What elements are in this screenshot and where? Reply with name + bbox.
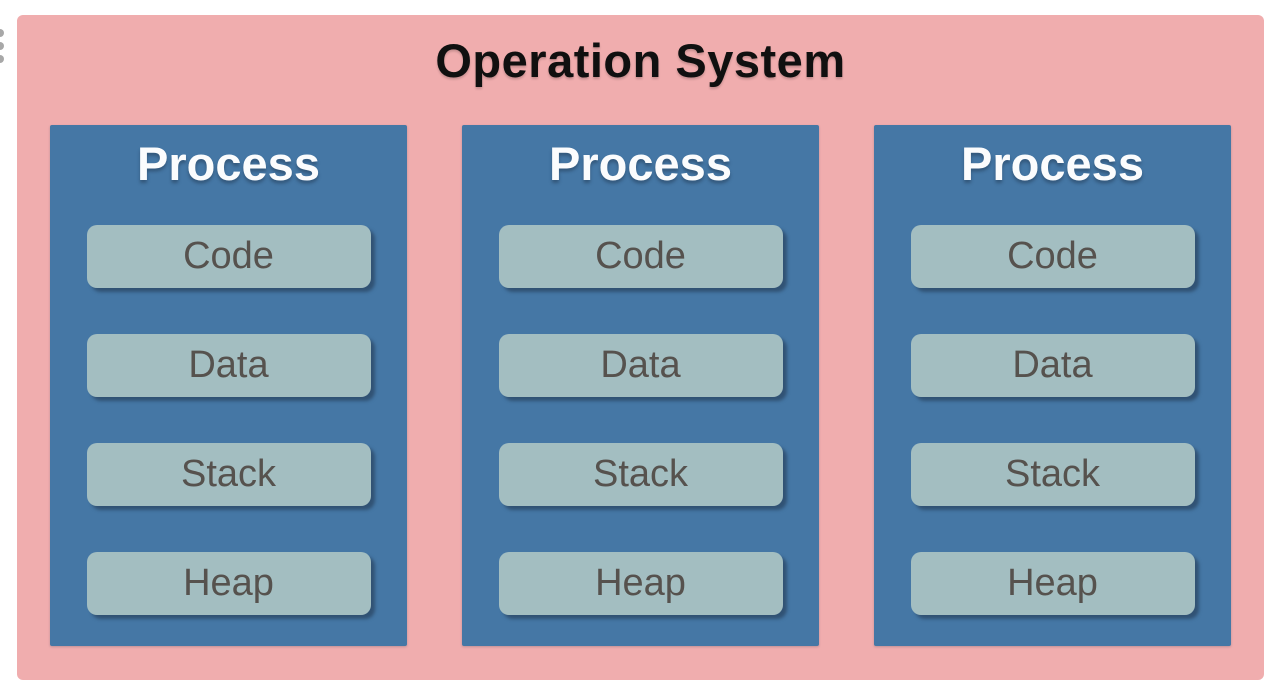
segment-heap: Heap — [498, 552, 783, 615]
drag-handle-dot — [0, 42, 4, 50]
process-title: Process — [137, 137, 320, 190]
segment-data: Data — [498, 334, 783, 397]
drag-handle-dot — [0, 29, 4, 37]
drag-handle[interactable] — [0, 29, 6, 69]
segment-stack: Stack — [86, 443, 371, 506]
process-box-1: Process Code Data Stack Heap — [50, 125, 407, 646]
process-title: Process — [961, 137, 1144, 190]
segment-heap: Heap — [86, 552, 371, 615]
process-columns: Process Code Data Stack Heap Process Cod… — [17, 125, 1264, 646]
process-title: Process — [549, 137, 732, 190]
segment-data: Data — [910, 334, 1195, 397]
segment-data: Data — [86, 334, 371, 397]
drag-handle-dot — [0, 55, 4, 63]
segment-stack: Stack — [498, 443, 783, 506]
process-box-2: Process Code Data Stack Heap — [462, 125, 819, 646]
segment-stack: Stack — [910, 443, 1195, 506]
os-board: Operation System Process Code Data Stack… — [17, 15, 1264, 680]
segment-code: Code — [86, 225, 371, 288]
segment-heap: Heap — [910, 552, 1195, 615]
os-title: Operation System — [435, 34, 846, 87]
process-box-3: Process Code Data Stack Heap — [874, 125, 1231, 646]
segment-code: Code — [910, 225, 1195, 288]
segment-code: Code — [498, 225, 783, 288]
